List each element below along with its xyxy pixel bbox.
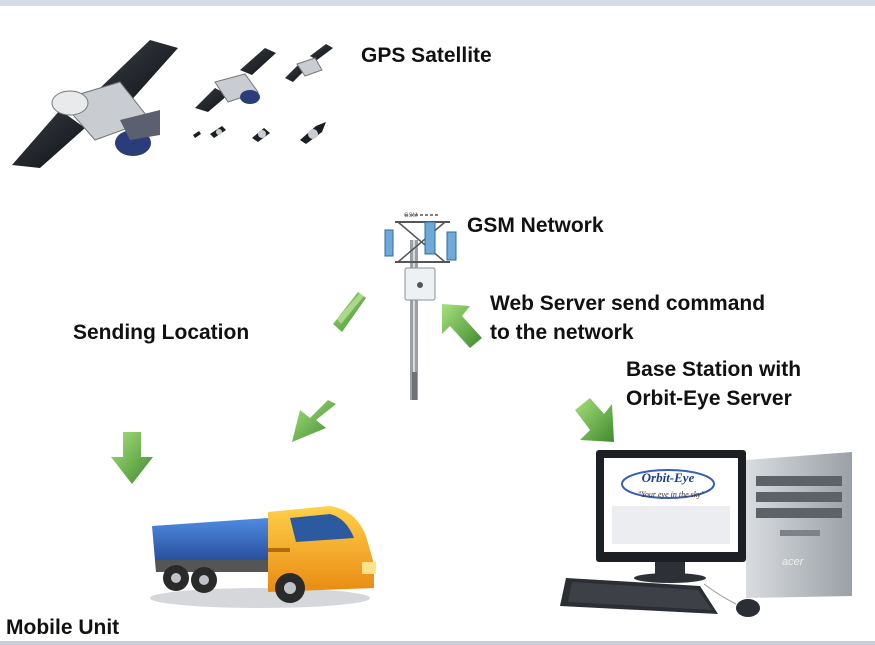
base-station-label-line1: Base Station with — [626, 358, 802, 381]
arrow-up-left-icon — [442, 304, 482, 348]
web-server-label-line2: to the network — [490, 321, 634, 344]
base-station-label-line2: Orbit-Eye Server — [626, 387, 792, 410]
web-server-label-line1: Web Server send command — [490, 292, 766, 315]
gsm-tower-icon — [384, 214, 457, 400]
pc-brand: acer — [782, 556, 804, 568]
satellite-icon — [210, 126, 226, 138]
mouse-icon — [703, 583, 760, 617]
monitor-icon — [596, 450, 746, 583]
arrow-down-left-icon — [292, 400, 336, 442]
satellite-icon — [252, 128, 270, 142]
keyboard-icon — [560, 578, 718, 614]
truck-icon — [150, 506, 376, 608]
arrow-down-icon — [111, 432, 153, 484]
monitor-tagline: "Your eye in the sky" — [637, 490, 705, 499]
satellite-icon — [193, 131, 201, 138]
satellite-icon — [195, 48, 276, 112]
arrow-down-right-icon — [575, 398, 614, 442]
tower-brand: GSM — [404, 213, 418, 219]
mobile-unit-label: Mobile Unit — [6, 616, 120, 639]
arrow-to-tower-icon — [333, 292, 366, 332]
satellite-icon — [285, 44, 333, 82]
gps-satellite-label: GPS Satellite — [361, 44, 492, 67]
sending-location-label: Sending Location — [73, 321, 250, 344]
satellite-icon — [300, 122, 326, 144]
gsm-network-label: GSM Network — [467, 214, 604, 237]
satellite-icon — [12, 40, 178, 168]
monitor-logo: Orbit-Eye — [641, 470, 695, 485]
pc-tower-icon — [746, 452, 852, 598]
